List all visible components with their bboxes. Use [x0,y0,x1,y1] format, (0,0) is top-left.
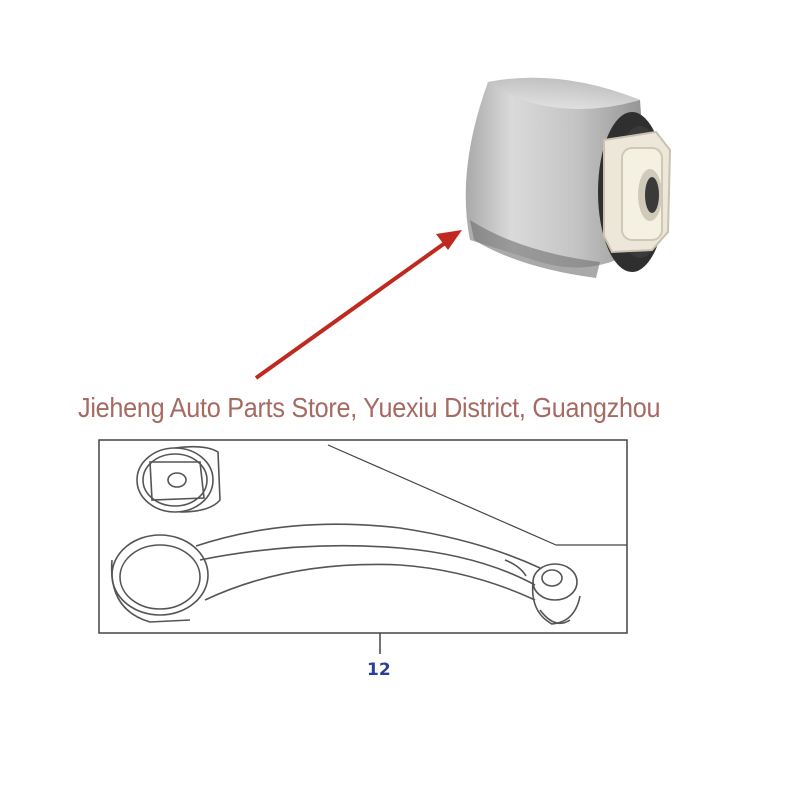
pointer-arrow [254,230,462,380]
bushing-drawing [136,445,221,513]
watermark-text: Jieheng Auto Parts Store, Yuexiu Distric… [78,392,661,423]
watermark-band [0,390,800,436]
bushing-photo [465,77,672,278]
parts-diagram [98,439,628,654]
control-arm-drawing [110,523,581,625]
callout-number: 12 [367,660,391,680]
